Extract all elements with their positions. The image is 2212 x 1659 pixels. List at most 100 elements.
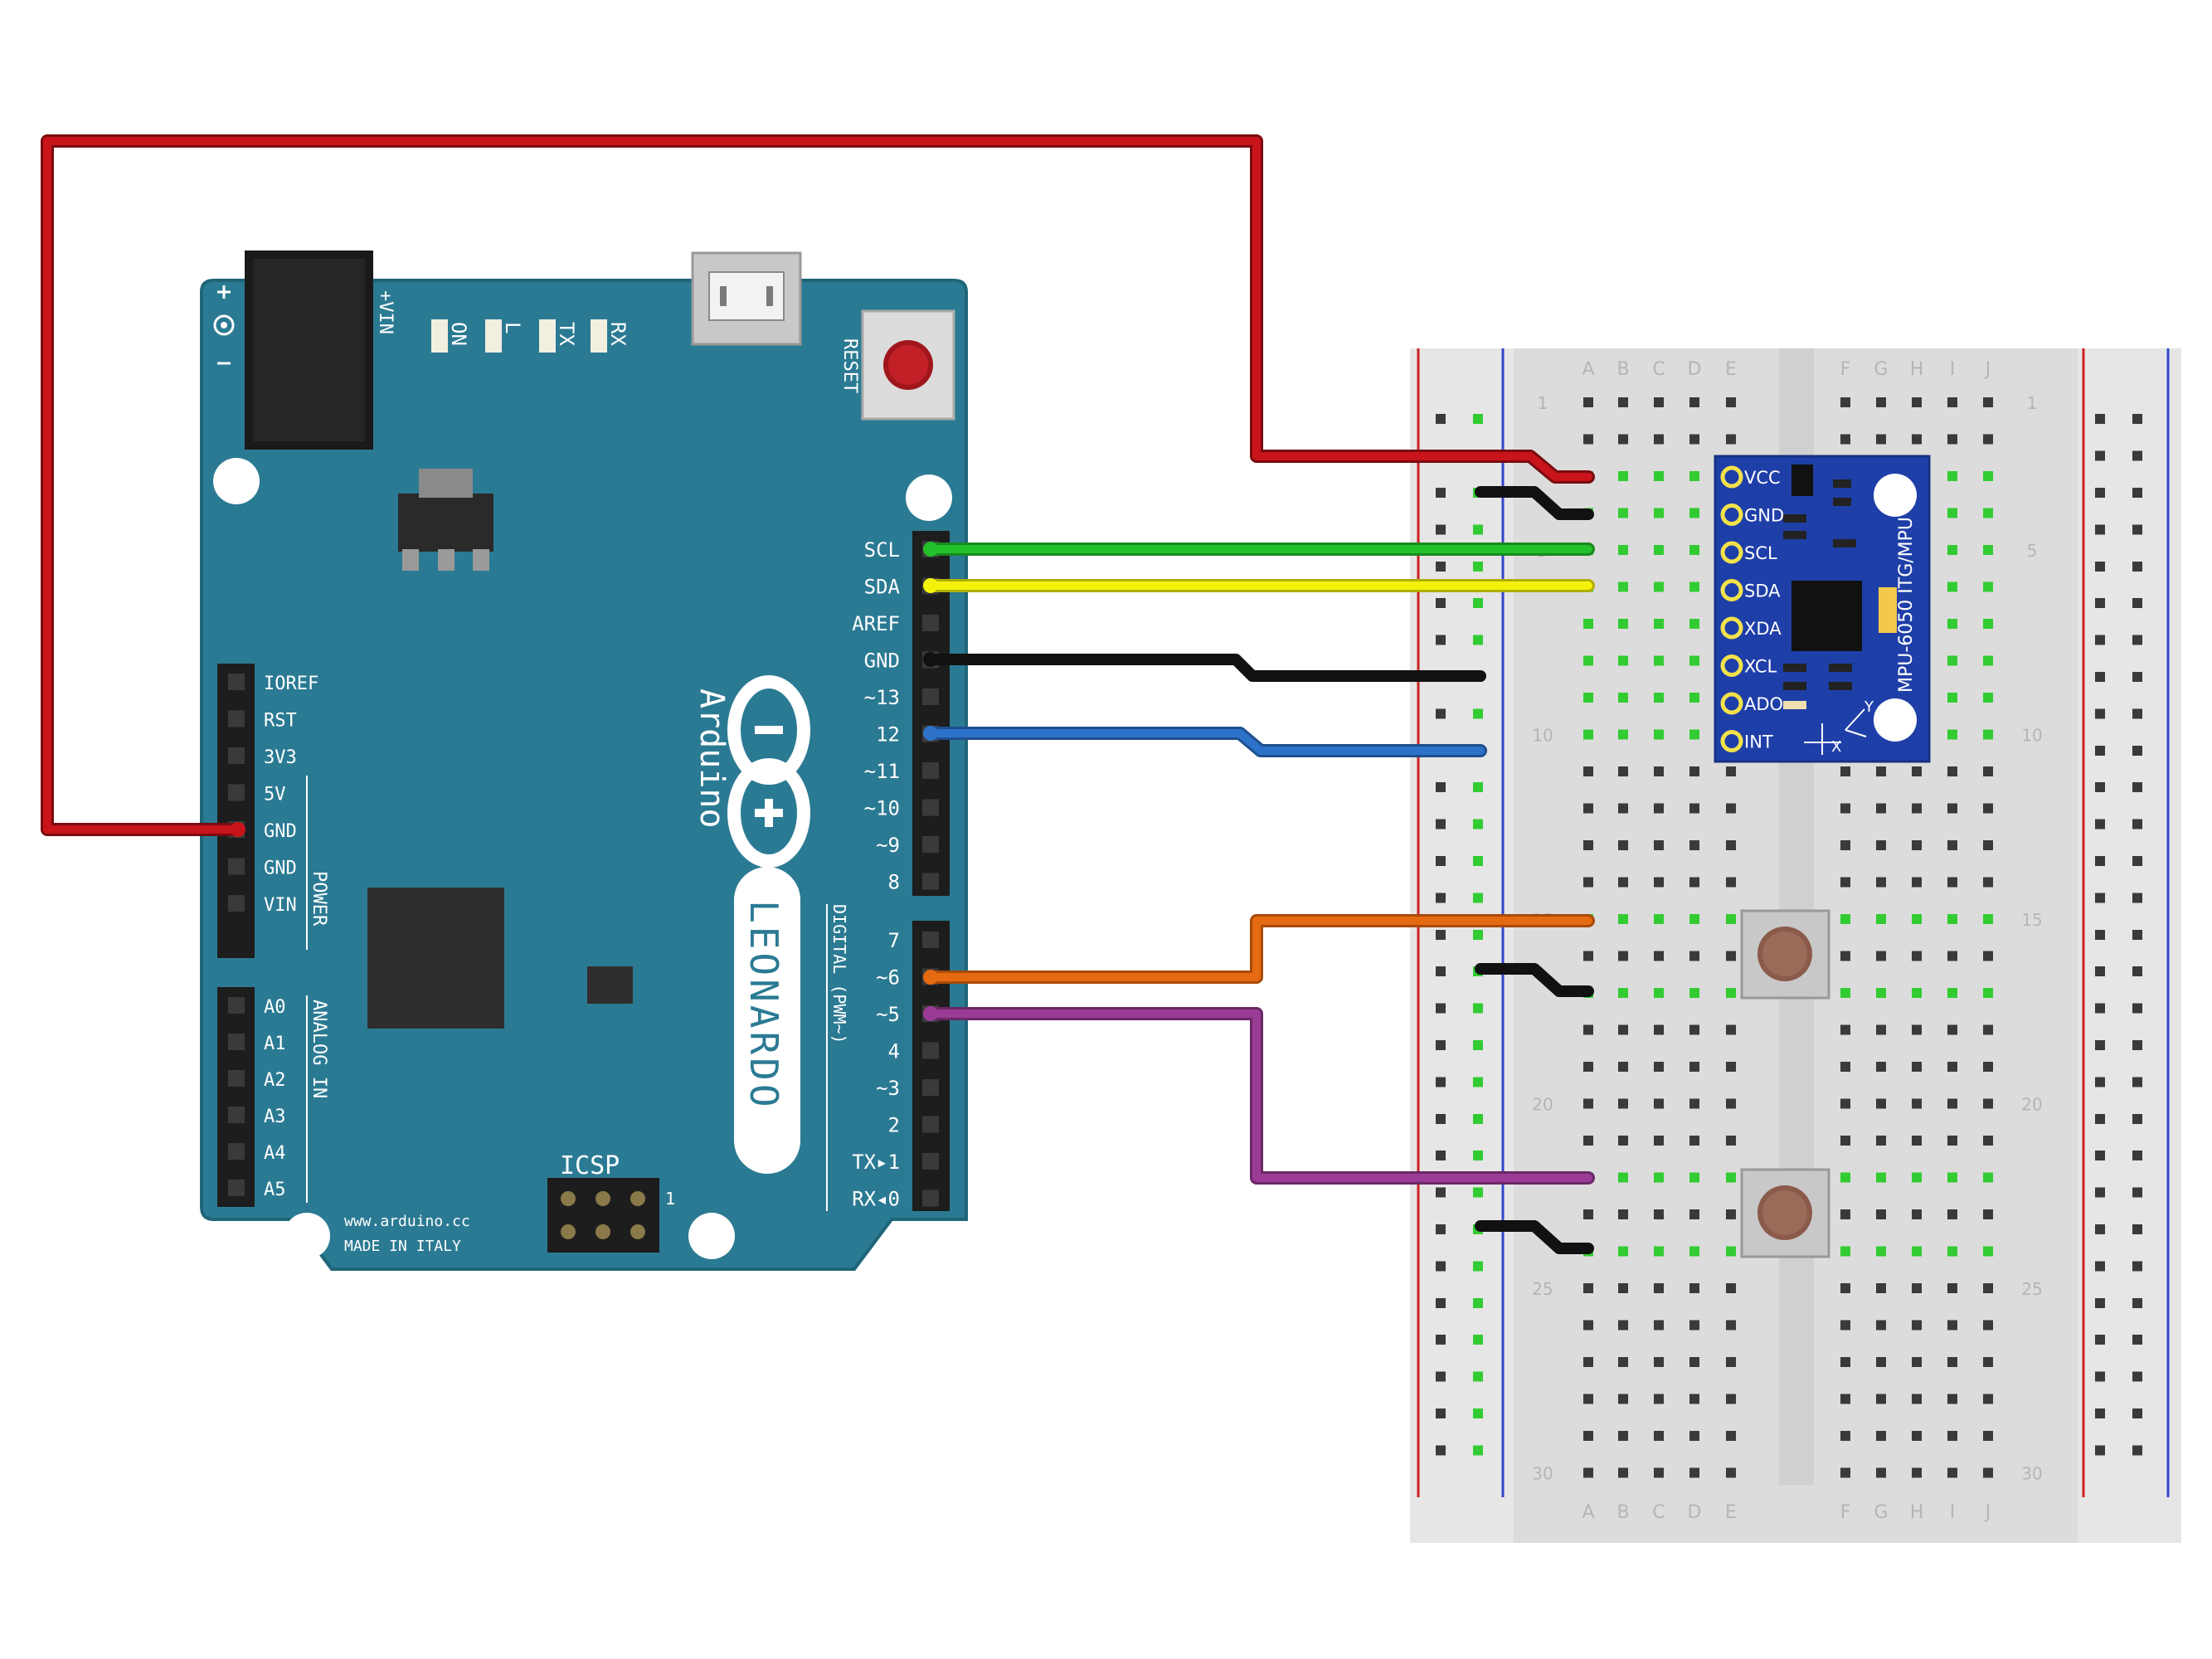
breadboard-hole [1912,1320,1922,1331]
power-jack-inner [253,259,365,441]
mpu-pin-pad [1720,465,1743,489]
column-label: C [1652,359,1665,380]
breadboard-hole [1618,434,1628,445]
rail-hole [2095,856,2105,866]
rail-hole [1436,1445,1446,1456]
pin-label: A5 [264,1180,286,1200]
analog-section-label: ANALOG IN [309,1000,329,1098]
mpu6050-module: X Y MPU-6050 ITG/MPU VCCGNDSCLSDAXDAXCLA… [1714,455,1931,763]
rail-hole [1473,414,1483,424]
header-pin [922,1079,939,1096]
rail-hole [1473,1114,1483,1124]
breadboard-hole [1947,1320,1957,1331]
breadboard-hole [1726,1394,1736,1404]
rail-hole [2095,819,2105,830]
row-number: 5 [2027,541,2038,561]
pin-label: ~5 [876,1003,900,1026]
pin-label: ~6 [876,966,900,990]
breadboard-hole [1947,803,1957,814]
breadboard-hole [1618,729,1628,740]
small-ic [587,966,633,1004]
breadboard-hole [1840,914,1850,924]
breadboard-hole [1840,1172,1850,1183]
breadboard-hole [1689,1320,1699,1331]
breadboard-hole [1840,1431,1850,1441]
wire-gnd-button-2 [1475,1220,1594,1254]
led-tx [539,319,556,353]
usb-port [691,251,802,346]
breadboard-hole [1912,1136,1922,1146]
rail-hole [2132,1408,2142,1418]
breadboard-hole [1726,1098,1736,1109]
breadboard-hole [1726,1320,1736,1331]
column-label: I [1950,1502,1956,1523]
breadboard-hole [1876,1283,1886,1293]
breadboard-hole [1654,434,1664,445]
breadboard-hole [1983,1283,1993,1293]
breadboard-hole [1983,581,1993,592]
column-label: A [1582,359,1594,380]
wire-5v-power-core [43,137,1592,834]
breadboard-hole [1583,434,1593,445]
breadboard-hole [1947,434,1957,445]
rail-hole [2132,856,2142,866]
breadboard-hole [1726,1357,1736,1367]
led-rx [591,319,607,353]
breadboard-hole [1726,988,1736,998]
breadboard-hole [1726,1431,1736,1441]
mpu-pin-label: GND [1744,506,1784,526]
axis-icon [1804,708,1867,755]
rail-hole [1436,856,1446,866]
breadboard-hole [1689,988,1699,998]
breadboard-hole [1618,840,1628,850]
breadboard-hole [1726,434,1736,445]
analog-header [217,987,255,1207]
pin-label: A3 [264,1107,286,1127]
rail-hole [2132,524,2142,535]
rail-hole [2095,1261,2105,1272]
rail-hole [1473,782,1483,792]
breadboard-hole [1618,397,1628,407]
rail-hole [1436,893,1446,903]
breadboard-hole [1618,1357,1628,1367]
breadboard-hole [1654,1394,1664,1404]
breadboard-hole [1912,1467,1922,1478]
reset-button[interactable] [861,309,955,421]
rail-hole [2095,488,2105,498]
push-button-2[interactable] [1740,1168,1830,1258]
row-number: 20 [1532,1095,1553,1115]
rail-hole [1473,708,1483,719]
breadboard-hole [1654,1246,1664,1257]
header-pin [228,1070,245,1087]
breadboard-hole [1618,1431,1628,1441]
breadboard-hole [1689,1024,1699,1035]
breadboard-hole [1583,1394,1593,1404]
rail-hole [1473,1371,1483,1382]
rail-hole [1473,819,1483,830]
power-section-label: POWER [309,871,329,927]
rail-hole [2095,1445,2105,1456]
breadboard-hole [1876,1246,1886,1257]
breadboard-hole [1583,655,1593,666]
pin-label: GND [264,859,297,879]
breadboard-hole [1983,1357,1993,1367]
push-button-1[interactable] [1740,909,1830,1000]
breadboard-hole [1654,619,1664,629]
rail-hole [1473,1335,1483,1345]
breadboard-hole [1912,951,1922,961]
breadboard-hole [1912,1283,1922,1293]
breadboard-hole [1947,729,1957,740]
rail-hole [1473,893,1483,903]
breadboard-hole [1876,434,1886,445]
breadboard-hole [1654,693,1664,703]
breadboard-hole [1947,655,1957,666]
header-pin [228,895,245,912]
header-pin [922,799,939,816]
power-header [217,664,255,958]
rail-hole [1473,1040,1483,1050]
rail-hole [2132,562,2142,572]
mpu-pin-pad [1720,654,1743,677]
breadboard-hole [1840,434,1850,445]
breadboard-hole [1912,1209,1922,1219]
